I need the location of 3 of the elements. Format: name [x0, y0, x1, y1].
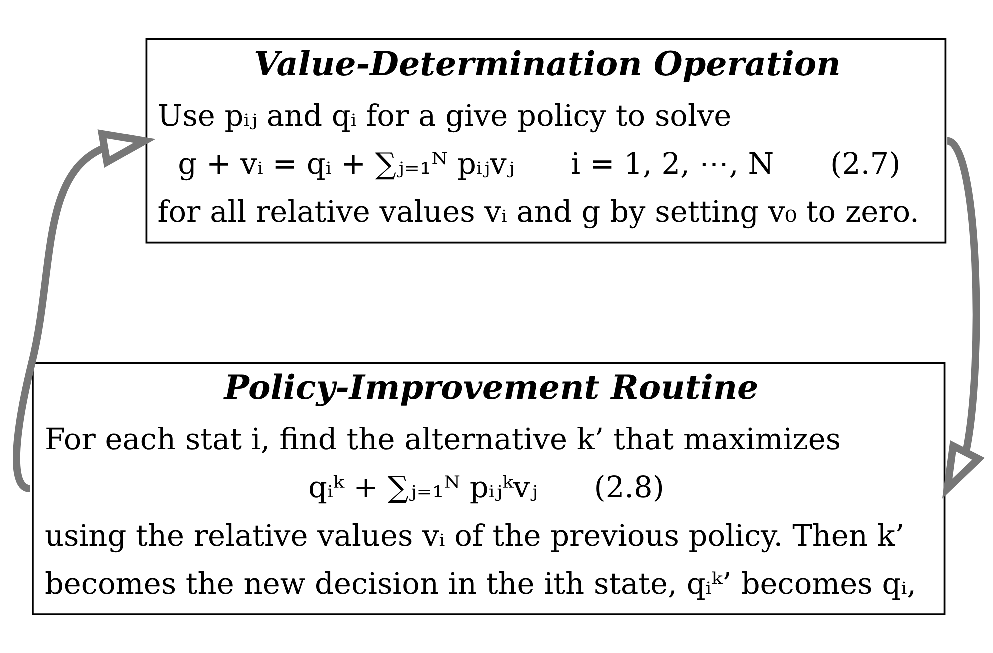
- node-box: Value-Determination Operation Use pᵢⱼ and qᵢ for a give policy to solve g + vᵢ = qᵢ + ∑ⱼ₌₁ᴺ pᵢⱼvⱼ i = 1, 2, ⋯, N (2.7) for all relative values vᵢ and g by setting v₀ to zero.: [146, 38, 947, 244]
- arrow: [942, 137, 985, 498]
- node-box: Policy-Improvement Routine For each stat i, find the alternative k’ that maximizes qᵢᵏ + ∑ⱼ₌₁ᴺ pᵢⱼᵏvⱼ (2.8) using the relative values vᵢ of the previous policy. Then k’ becomes the new decision in the ith state, qᵢᵏ’ becomes qᵢ,: [32, 362, 946, 616]
